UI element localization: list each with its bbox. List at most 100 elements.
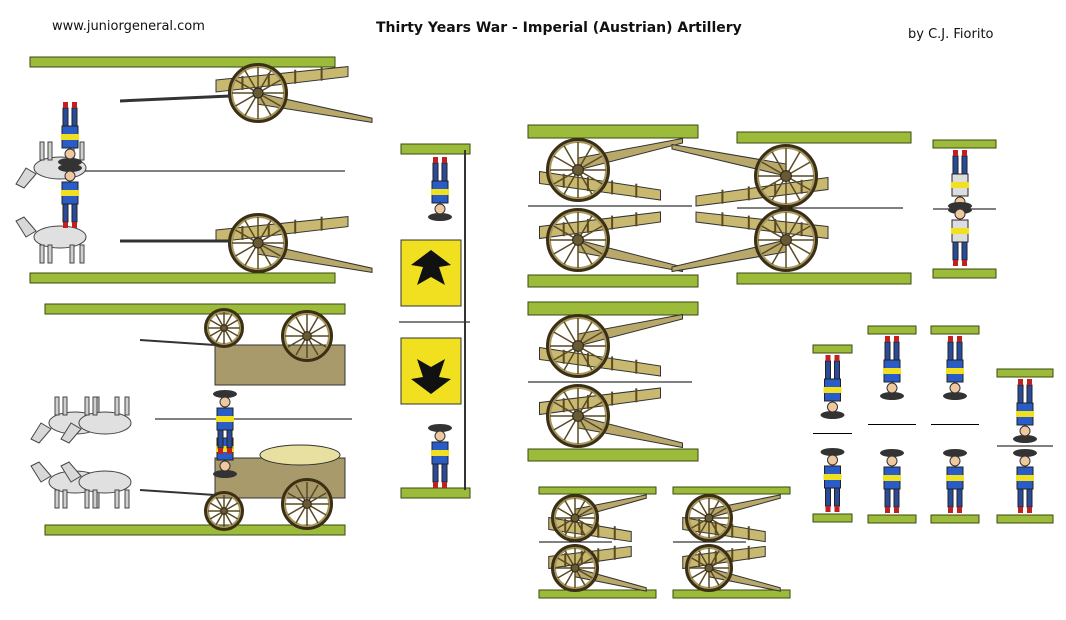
cannon-carriage bbox=[257, 92, 373, 123]
horse-body bbox=[78, 470, 132, 494]
head bbox=[64, 170, 76, 182]
wheel bbox=[204, 308, 244, 348]
stocking bbox=[63, 222, 68, 228]
stocking bbox=[72, 102, 77, 108]
hat bbox=[880, 392, 904, 400]
horse-leg bbox=[114, 396, 120, 416]
soldier-figure bbox=[58, 164, 82, 228]
stocking bbox=[953, 260, 958, 266]
wheel-hub bbox=[704, 513, 714, 523]
wagon-pole bbox=[139, 489, 216, 496]
wheel-rim bbox=[754, 208, 818, 272]
leg bbox=[961, 155, 968, 175]
leg bbox=[1026, 384, 1033, 404]
wheel-hub bbox=[302, 331, 312, 341]
page-title: Thirty Years War - Imperial (Austrian) A… bbox=[376, 20, 742, 36]
wheel-hub bbox=[252, 87, 264, 99]
hat bbox=[213, 390, 237, 398]
double-eagle-icon bbox=[411, 250, 451, 285]
wheel-rim bbox=[228, 63, 288, 123]
leg bbox=[441, 162, 448, 182]
leg bbox=[217, 429, 224, 449]
stocking bbox=[948, 336, 953, 342]
head bbox=[827, 401, 838, 413]
wheel-rim bbox=[551, 544, 599, 592]
soldier-figure bbox=[880, 336, 904, 400]
sash bbox=[823, 474, 842, 480]
horse-leg bbox=[47, 141, 53, 161]
wheel bbox=[685, 494, 733, 542]
green-base bbox=[932, 139, 997, 149]
horse-leg bbox=[79, 244, 85, 264]
horse-head bbox=[30, 422, 52, 444]
stocking bbox=[72, 222, 77, 228]
horse-leg bbox=[47, 244, 53, 264]
wheel-hub bbox=[570, 563, 580, 573]
wheel-rim bbox=[685, 544, 733, 592]
green-base bbox=[672, 589, 791, 599]
green-base bbox=[812, 513, 853, 523]
wheel-rim bbox=[204, 308, 244, 348]
green-base bbox=[527, 301, 699, 316]
wheel bbox=[551, 544, 599, 592]
wheel-hub bbox=[252, 237, 264, 249]
wheel-rim bbox=[546, 138, 610, 202]
horse-leg bbox=[84, 396, 90, 416]
leg bbox=[825, 360, 831, 380]
sash bbox=[1016, 411, 1034, 417]
sash bbox=[216, 416, 234, 422]
green-base bbox=[527, 448, 699, 462]
sash bbox=[951, 182, 969, 188]
leg bbox=[884, 341, 891, 361]
wheel bbox=[281, 478, 333, 530]
horse-head bbox=[60, 461, 82, 483]
cannon-barrel bbox=[548, 545, 632, 570]
leg bbox=[947, 341, 954, 361]
soldier-figure bbox=[428, 424, 452, 488]
stocking bbox=[1027, 379, 1032, 385]
horse-leg bbox=[79, 141, 85, 161]
horse bbox=[60, 396, 132, 444]
wheel bbox=[551, 494, 599, 542]
wheel-rim bbox=[204, 491, 244, 531]
wheel-hub bbox=[572, 340, 584, 352]
head bbox=[954, 208, 966, 220]
green-base bbox=[538, 486, 657, 495]
leg bbox=[1026, 488, 1033, 508]
hat bbox=[1013, 449, 1037, 457]
horse-leg bbox=[124, 489, 130, 509]
wheel bbox=[546, 384, 610, 448]
stocking bbox=[962, 150, 967, 156]
head bbox=[64, 148, 76, 160]
soldier-figure bbox=[820, 448, 845, 512]
stocking bbox=[825, 506, 831, 512]
hat bbox=[58, 164, 82, 172]
horse-leg bbox=[54, 396, 60, 416]
hat bbox=[213, 470, 237, 478]
hat bbox=[428, 424, 452, 432]
horse-leg bbox=[92, 489, 98, 509]
cannon-barrel bbox=[682, 545, 766, 570]
wheel bbox=[281, 310, 333, 362]
horse-leg bbox=[39, 244, 45, 264]
hat bbox=[943, 449, 967, 457]
stocking bbox=[894, 336, 899, 342]
horse-head bbox=[60, 422, 82, 444]
stocking bbox=[1027, 507, 1032, 513]
horse bbox=[15, 216, 87, 264]
wheel-hub bbox=[302, 499, 312, 509]
leg bbox=[71, 107, 78, 127]
leg bbox=[62, 203, 69, 223]
wagon-load bbox=[259, 444, 341, 466]
leg bbox=[884, 488, 891, 508]
green-base bbox=[29, 56, 336, 68]
head bbox=[827, 454, 838, 466]
leg bbox=[834, 487, 840, 507]
sash bbox=[216, 446, 234, 452]
wheel-rim bbox=[754, 144, 818, 208]
sash bbox=[883, 475, 901, 481]
stocking bbox=[948, 507, 953, 513]
wheel-hub bbox=[704, 563, 714, 573]
head bbox=[434, 203, 446, 215]
wheel bbox=[546, 314, 610, 378]
